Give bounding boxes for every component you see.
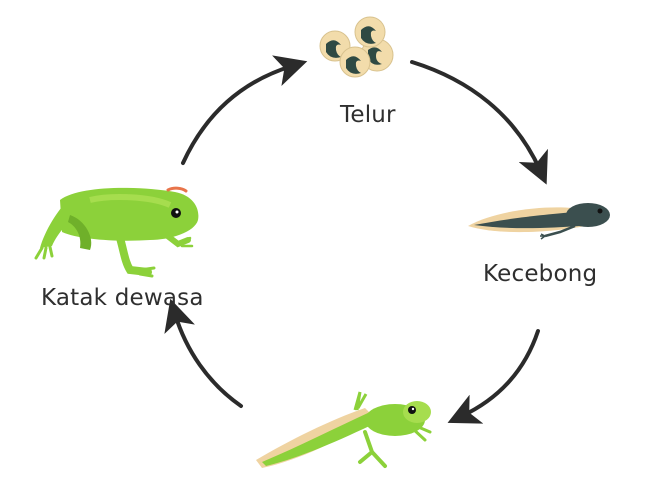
arrow-froglet-to-adult: [164, 298, 243, 408]
frog-eggs-icon: [319, 16, 394, 78]
label-katak-dewasa: Katak dewasa: [41, 285, 204, 311]
arrow-tadpole-to-froglet: [447, 329, 540, 424]
adult-frog-icon: [34, 186, 199, 278]
label-telur: Telur: [340, 102, 396, 128]
froglet-icon: [256, 391, 432, 468]
tadpole-icon: [468, 203, 610, 240]
arrow-eggs-to-tadpole: [410, 60, 548, 185]
label-kecebong: Kecebong: [483, 261, 598, 287]
arrow-adult-to-eggs: [181, 55, 308, 165]
